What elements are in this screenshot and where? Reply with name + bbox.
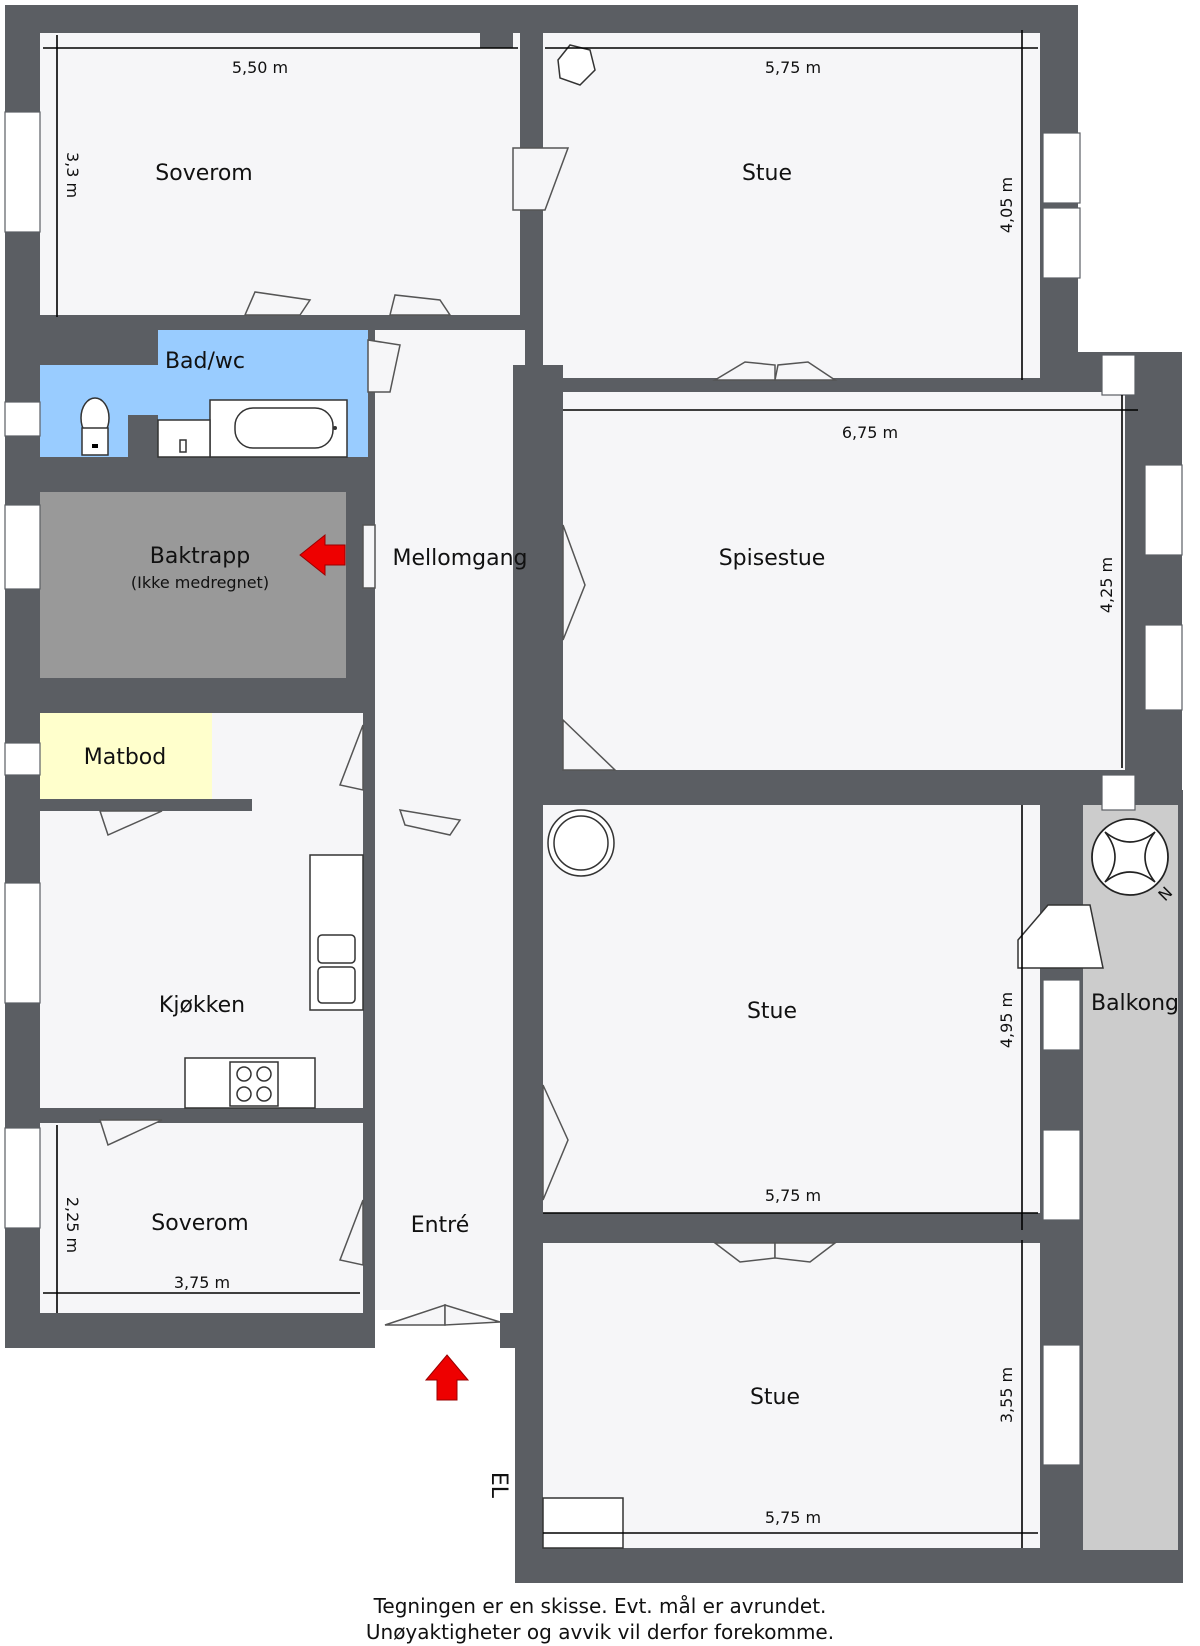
- door: [444, 1303, 501, 1326]
- cabinet-icon: [542, 1497, 624, 1549]
- dimension-soverom-bottom-width: 3,75 m: [174, 1273, 230, 1292]
- dimension-soverom-top-width: 5,50 m: [232, 58, 288, 77]
- floor-entre: [375, 810, 515, 1310]
- door: [98, 1119, 163, 1147]
- footer-note-line-2: Unøyaktigheter og avvik vil derfor forek…: [365, 1620, 835, 1644]
- kitchen-sink-icon: [309, 854, 364, 1011]
- dimension-soverom-top-height: 3,3 m: [63, 152, 82, 198]
- window: [1042, 1129, 1081, 1221]
- room-label-stue-top: Stue: [742, 161, 792, 186]
- window: [4, 504, 41, 590]
- door: [774, 361, 838, 381]
- window: [1144, 464, 1183, 556]
- doors: [98, 147, 838, 1326]
- door: [542, 1084, 569, 1201]
- room-label-soverom-top: Soverom: [155, 161, 252, 186]
- window: [1101, 354, 1136, 396]
- dimension-lines: [43, 30, 1138, 1548]
- door: [562, 524, 586, 641]
- window: [4, 742, 41, 776]
- floor-soverom-top: [40, 33, 520, 315]
- dimension-soverom-bottom-height: 2,25 m: [63, 1197, 82, 1253]
- room-label-baktrapp: Baktrapp: [150, 544, 250, 569]
- floors: [40, 33, 1178, 1550]
- door: [98, 810, 163, 837]
- floor-mellomgang: [375, 330, 525, 810]
- door: [712, 361, 776, 381]
- room-label-kjokken: Kjøkken: [159, 993, 245, 1018]
- room-label-balkong: Balkong: [1091, 991, 1179, 1016]
- door: [338, 1199, 364, 1266]
- window: [1042, 1344, 1081, 1466]
- room-label-stue-middle: Stue: [747, 999, 797, 1024]
- compass-icon: N: [1091, 818, 1176, 905]
- dimension-spisestue-height: 4,25 m: [1097, 557, 1116, 613]
- floor-baktrapp: [40, 492, 346, 678]
- el-label: EL: [486, 1472, 511, 1499]
- dimension-stue-middle-width: 5,75 m: [765, 1186, 821, 1205]
- room-label-mellomgang: Mellomgang: [393, 546, 528, 571]
- door: [389, 294, 452, 316]
- dimension-stue-bottom-width: 5,75 m: [765, 1508, 821, 1527]
- door: [362, 524, 376, 589]
- round-stove-icon: [547, 809, 615, 877]
- door: [774, 1242, 838, 1263]
- balcony-door-icon: [1017, 904, 1104, 969]
- footer-note-line-1: Tegningen er en skisse. Evt. mål er avru…: [373, 1594, 827, 1618]
- floor-stue-bottom: [543, 1243, 1040, 1548]
- dimension-stue-bottom-height: 3,55 m: [997, 1367, 1016, 1423]
- floor-soverom-bottom: [40, 1123, 363, 1313]
- room-label-stue-bottom: Stue: [750, 1385, 800, 1410]
- corner-stove-icon: [557, 44, 596, 86]
- room-label-entre: Entré: [411, 1213, 470, 1238]
- dimension-stue-middle-height: 4,95 m: [997, 992, 1016, 1048]
- bathtub-icon: [209, 399, 348, 458]
- floor-balkong: [1083, 805, 1178, 1550]
- toilet-icon: [80, 397, 110, 456]
- arrow-icon: [424, 1354, 470, 1401]
- room-label-soverom-bottom: Soverom: [151, 1211, 248, 1236]
- window: [1101, 774, 1136, 811]
- room-label-matbod: Matbod: [84, 745, 166, 770]
- floor-spisestue: [560, 392, 1125, 770]
- dimension-spisestue-width: 6,75 m: [842, 423, 898, 442]
- door: [398, 809, 462, 836]
- door: [562, 718, 617, 771]
- windows: [4, 111, 1183, 1466]
- window: [4, 401, 41, 437]
- stove-icon: [184, 1057, 316, 1109]
- door: [512, 147, 570, 211]
- floor-stue-top: [543, 33, 1040, 378]
- room-label-spisestue: Spisestue: [719, 546, 826, 571]
- fixtures: [80, 44, 1104, 1549]
- door: [243, 291, 312, 316]
- door: [338, 724, 364, 791]
- arrow-icon: [299, 533, 346, 577]
- sink-icon: [157, 419, 211, 458]
- dimension-stue-top-height: 4,05 m: [997, 177, 1016, 233]
- door: [367, 339, 401, 393]
- window: [4, 1127, 41, 1229]
- dimension-stue-top-width: 5,75 m: [765, 58, 821, 77]
- room-label-baktrapp-note: (Ikke medregnet): [131, 573, 269, 592]
- window: [4, 882, 41, 1004]
- window: [1042, 132, 1081, 204]
- window: [1042, 979, 1081, 1051]
- window: [4, 111, 41, 233]
- room-label-bad: Bad/wc: [165, 349, 245, 374]
- floor-stue-middle: [543, 805, 1040, 1213]
- window: [1144, 624, 1183, 711]
- window: [1042, 207, 1081, 279]
